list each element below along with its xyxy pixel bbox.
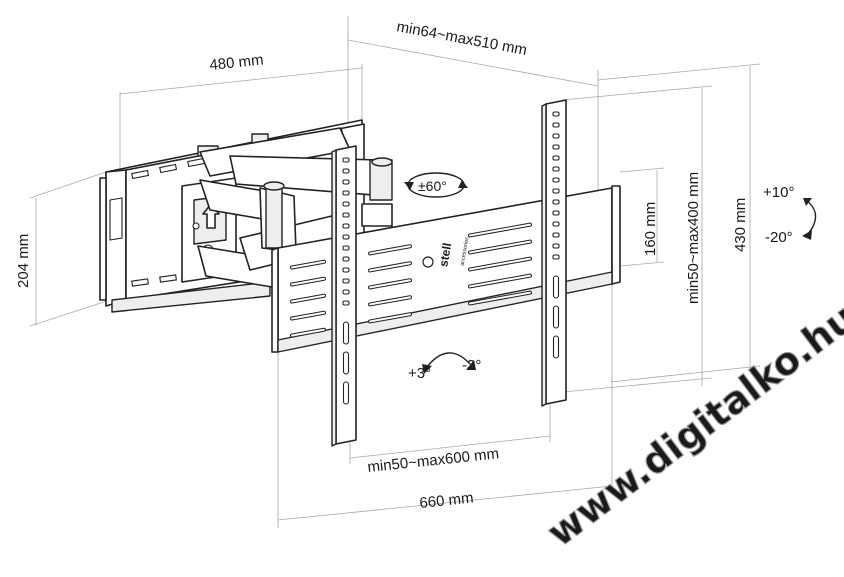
- bar-hole: [342, 190, 350, 196]
- bar-hole: [342, 223, 350, 229]
- bar-hole: [552, 111, 560, 117]
- bar-hole: [342, 300, 350, 306]
- bar-hole: [342, 212, 350, 218]
- vesa-vertical-label: min50~max400 mm: [685, 172, 702, 304]
- plate-slot: [291, 277, 325, 286]
- arm-extension-label: min64~max510 mm: [395, 18, 528, 59]
- bar-hole: [552, 210, 560, 216]
- tilt-down-label: -20°: [765, 229, 793, 246]
- bar-hole: [342, 157, 350, 163]
- bar-slot: [342, 351, 350, 375]
- bar-slot: [342, 321, 350, 345]
- plate-slot: [469, 257, 531, 271]
- bar-hole: [552, 166, 560, 172]
- bar-hole: [342, 201, 350, 207]
- inner-height-label: 160 mm: [642, 202, 659, 256]
- plate-slot: [469, 240, 531, 254]
- bar-hole: [552, 144, 560, 150]
- plate-slot: [369, 313, 411, 323]
- level-plus-label: +3°: [408, 365, 431, 382]
- bar-slot: [342, 381, 350, 405]
- right-bar-holes: [552, 111, 560, 359]
- level-minus-label: -3°: [462, 357, 481, 374]
- bar-hole: [552, 243, 560, 249]
- bar-hole: [552, 254, 560, 260]
- bar-hole: [342, 267, 350, 273]
- bar-hole: [342, 168, 350, 174]
- bar-hole: [552, 155, 560, 161]
- mount-plate-slots: [290, 222, 532, 338]
- bar-hole: [552, 188, 560, 194]
- bar-slot: [552, 305, 560, 329]
- bar-hole: [552, 133, 560, 139]
- plate-slot: [291, 294, 325, 303]
- bar-hole: [342, 245, 350, 251]
- plate-slot: [291, 328, 325, 337]
- plate-slot: [469, 291, 531, 305]
- plate-slot: [469, 274, 531, 288]
- wall-plate-height-label: 204 mm: [15, 234, 32, 288]
- bar-hole: [342, 289, 350, 295]
- swivel-icon: [404, 172, 468, 198]
- vesa-horizontal-label: min50~max600 mm: [367, 445, 500, 476]
- plate-slot: [469, 223, 531, 237]
- vertical-bracket-left: [331, 145, 357, 447]
- plate-slot: [369, 279, 411, 289]
- swivel-angle-label: ±60°: [418, 178, 447, 194]
- bar-slot: [552, 335, 560, 359]
- bar-hole: [342, 234, 350, 240]
- level-adjust-icon: [422, 352, 476, 374]
- vertical-bracket-right: [541, 99, 567, 407]
- plate-slot: [369, 262, 411, 272]
- wall-plate-width-label: 480 mm: [209, 51, 265, 74]
- total-width-label: 660 mm: [419, 489, 475, 512]
- dimension-lines: [29, 16, 761, 528]
- bar-hole: [552, 221, 560, 227]
- bar-hole: [342, 278, 350, 284]
- bar-hole: [552, 199, 560, 205]
- brand-name: stell: [436, 242, 454, 268]
- watermark-text: www.digitalko.hu: [539, 295, 844, 555]
- bar-hole: [552, 177, 560, 183]
- bar-hole: [342, 179, 350, 185]
- total-height-label: 430 mm: [732, 198, 749, 252]
- plate-slot: [369, 245, 411, 255]
- plate-slot: [369, 296, 411, 306]
- bar-slot: [552, 275, 560, 299]
- tilt-icon: [802, 198, 817, 240]
- stell-logo: stell accessories: [422, 237, 471, 268]
- bar-hole: [552, 122, 560, 128]
- bar-hole: [342, 256, 350, 262]
- bar-hole: [552, 232, 560, 238]
- plate-slot: [291, 311, 325, 320]
- left-bar-holes: [342, 157, 350, 405]
- plate-slot: [291, 260, 325, 269]
- brand-tagline: accessories: [460, 237, 471, 267]
- tilt-up-label: +10°: [763, 184, 794, 201]
